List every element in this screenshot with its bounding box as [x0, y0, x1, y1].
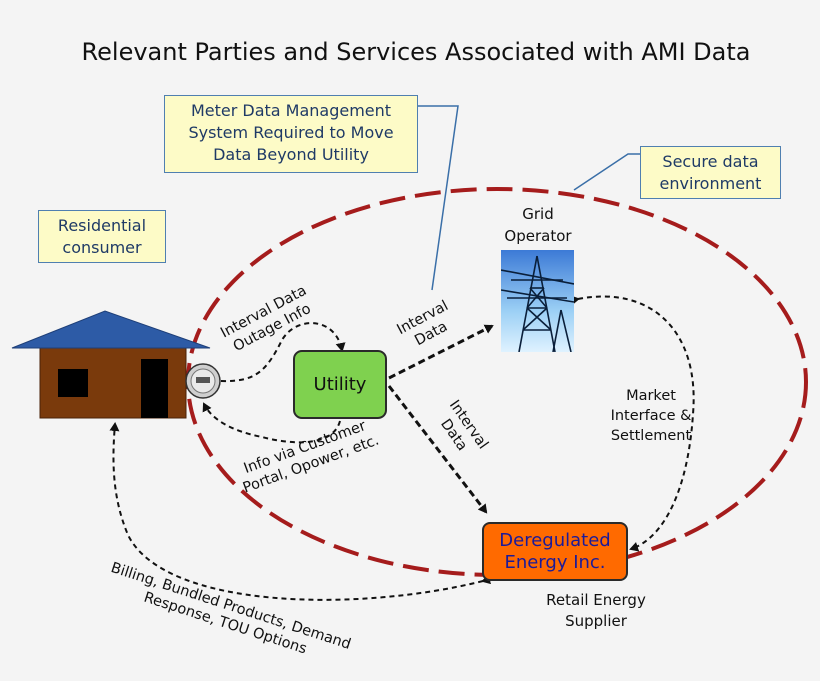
mdm-callout-line-3: Data Beyond Utility — [213, 145, 369, 164]
flow-grid-supplier — [570, 295, 695, 552]
page-title: Relevant Parties and Services Associated… — [81, 38, 751, 66]
utility-node: Utility — [293, 350, 387, 419]
residential-consumer-callout: Residential consumer — [38, 210, 166, 263]
transmission-tower-icon — [501, 250, 574, 352]
flow-label-market-settlement: Market Interface & Settlement — [601, 386, 701, 446]
mdm-callout-leader — [418, 105, 459, 291]
secure-environment-boundary — [186, 187, 808, 577]
flow-label-market-line-1: Market — [626, 388, 676, 404]
retail-supplier-line-1: Retail Energy — [546, 591, 646, 609]
flow-utility-to-grid — [388, 324, 494, 380]
house-icon — [11, 310, 211, 419]
secure-environment-callout: Secure data environment — [640, 146, 781, 199]
grid-operator-line-1: Grid — [522, 205, 554, 223]
grid-operator-label: Grid Operator — [498, 203, 578, 247]
residential-callout-line-1: Residential — [57, 216, 147, 235]
retail-supplier-line-2: Supplier — [565, 612, 627, 630]
mdm-callout-line-1: Meter Data Management — [190, 101, 392, 120]
secure-callout-line-1: Secure data — [662, 152, 759, 171]
mdm-callout: Meter Data Management System Required to… — [164, 95, 418, 173]
deregulated-line-2: Energy Inc. — [504, 551, 606, 573]
secure-callout-line-2: environment — [659, 174, 762, 193]
smart-meter-icon — [185, 363, 221, 399]
deregulated-line-1: Deregulated — [499, 529, 611, 551]
grid-operator-line-2: Operator — [504, 227, 572, 245]
retail-supplier-label: Retail Energy Supplier — [536, 590, 656, 632]
residential-callout-line-2: consumer — [62, 238, 142, 257]
mdm-callout-line-2: System Required to Move — [188, 123, 394, 142]
deregulated-energy-node: Deregulated Energy Inc. — [482, 522, 628, 581]
flow-label-market-line-3: Settlement — [610, 428, 692, 444]
flow-label-market-line-2: Interface & — [610, 408, 692, 424]
secure-callout-leader — [573, 153, 640, 191]
